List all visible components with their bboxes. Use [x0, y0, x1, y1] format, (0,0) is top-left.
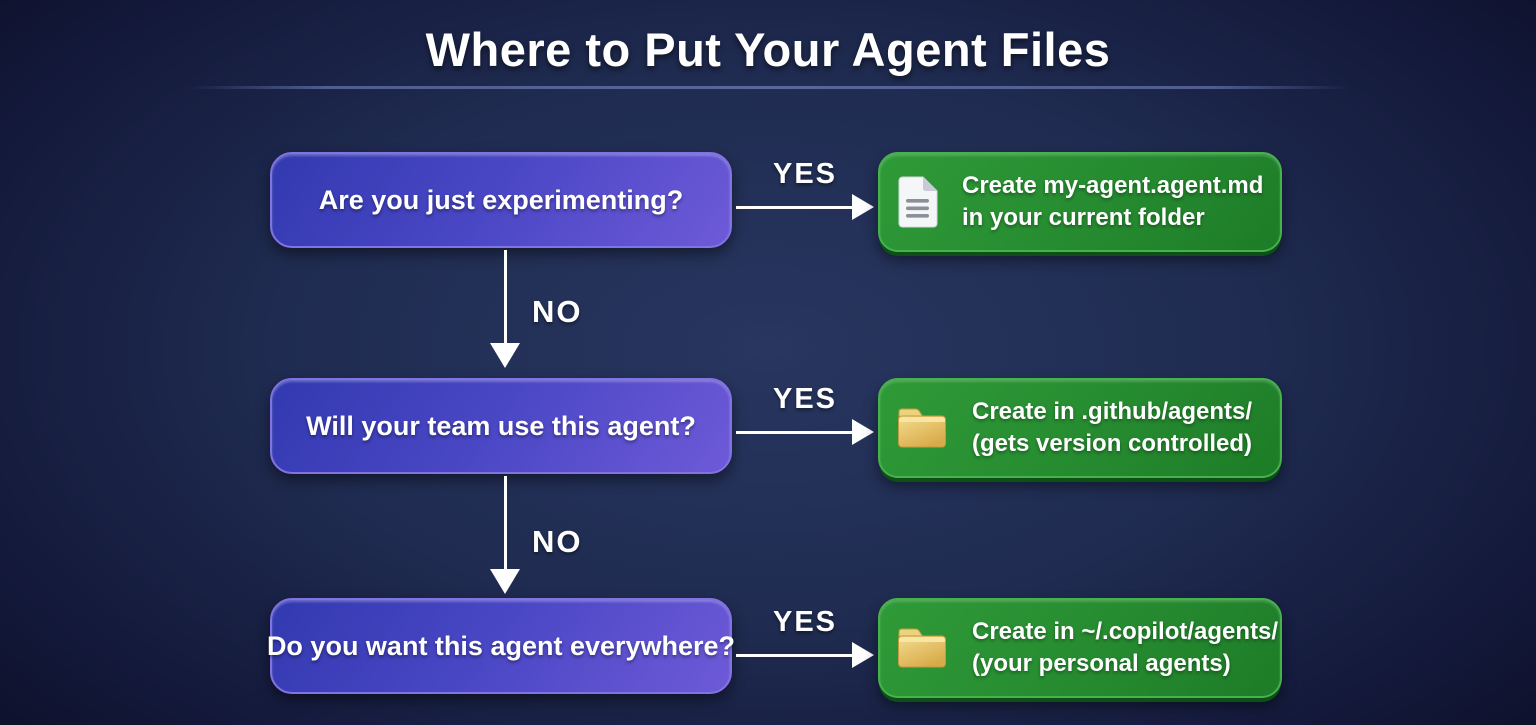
title-divider — [188, 86, 1350, 89]
document-icon — [894, 175, 940, 229]
question-text: Will your team use this agent? — [306, 410, 696, 441]
answer-line1: Create in .github/agents/ — [972, 398, 1253, 425]
yes-label: YES — [772, 158, 838, 190]
arrow-line — [503, 476, 507, 570]
question-text: Are you just experimenting? — [318, 184, 684, 215]
arrow-line — [736, 430, 854, 434]
no-label: NO — [532, 294, 583, 329]
question-text: Do you want this agent everywhere? — [266, 630, 736, 661]
arrow-head — [852, 419, 874, 445]
question-box-agent-everywhere: Do you want this agent everywhere? — [266, 598, 736, 694]
arrow-right-icon — [736, 642, 874, 668]
answer-text: Create in ~/.copilot/agents/ (your perso… — [972, 616, 1278, 680]
arrow-head — [490, 343, 520, 368]
arrow-right-icon — [736, 194, 874, 220]
no-label: NO — [532, 524, 583, 559]
question-box-team-use: Will your team use this agent? — [270, 378, 732, 474]
no-arrow-row2: NO — [490, 476, 610, 594]
yes-label: YES — [772, 383, 838, 415]
yes-arrow-row2: YES — [736, 383, 874, 445]
answer-text: Create in .github/agents/ (gets version … — [972, 396, 1252, 460]
arrow-down-icon — [490, 250, 520, 368]
answer-line1: Create in ~/.copilot/agents/ — [972, 618, 1279, 645]
arrow-head — [852, 194, 874, 220]
page-title: Where to Put Your Agent Files — [425, 23, 1111, 76]
arrow-right-icon — [736, 419, 874, 445]
no-arrow-row1: NO — [490, 250, 610, 368]
answer-line1: Create my-agent.agent.md — [962, 172, 1264, 199]
yes-arrow-row3: YES — [736, 606, 874, 668]
arrow-line — [736, 205, 854, 209]
answer-line2: (your personal agents) — [972, 650, 1231, 677]
yes-label: YES — [772, 606, 838, 638]
answer-text: Create my-agent.agent.md in your current… — [962, 170, 1263, 234]
arrow-line — [503, 250, 507, 344]
answer-line2: in your current folder — [962, 204, 1205, 231]
yes-arrow-row1: YES — [736, 158, 874, 220]
question-box-experimenting: Are you just experimenting? — [270, 152, 732, 248]
arrow-head — [852, 642, 874, 668]
folder-icon — [894, 624, 950, 672]
answer-line2: (gets version controlled) — [972, 430, 1253, 457]
answer-box-current-folder: Create my-agent.agent.md in your current… — [878, 152, 1282, 252]
arrow-head — [490, 569, 520, 594]
answer-box-copilot-agents: Create in ~/.copilot/agents/ (your perso… — [878, 598, 1282, 698]
answer-box-github-agents: Create in .github/agents/ (gets version … — [878, 378, 1282, 478]
arrow-down-icon — [490, 476, 520, 594]
folder-icon — [894, 404, 950, 452]
arrow-line — [736, 653, 854, 657]
